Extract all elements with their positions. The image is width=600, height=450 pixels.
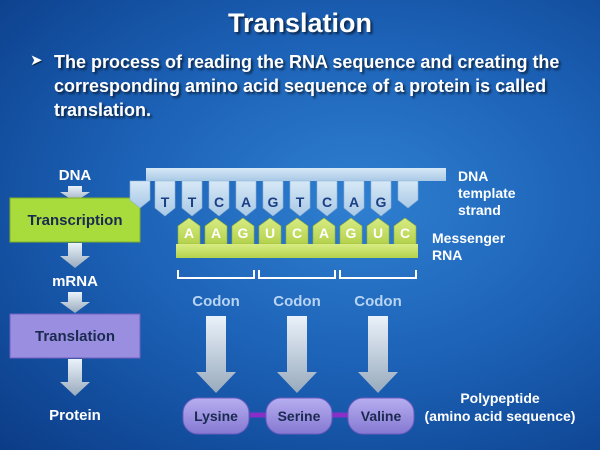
messenger-rna-label-line2: RNA — [432, 247, 462, 263]
amino-acid-pill — [265, 397, 333, 435]
codon-arrow-icon — [277, 316, 317, 393]
codon-bracket — [177, 270, 255, 279]
flow-arrow-icon — [60, 292, 90, 313]
flow-arrow-icon — [60, 243, 90, 268]
dna-base-tooth — [235, 180, 257, 217]
amino-acid-label: Lysine — [194, 408, 238, 424]
mrna-base-letter: G — [346, 225, 357, 241]
dna-strand-end — [129, 180, 151, 209]
mrna-base-letter: U — [265, 225, 275, 241]
amino-acid-pill — [347, 397, 415, 435]
bullet-text: The process of reading the RNA sequence … — [54, 52, 560, 120]
dna-base-tooth — [181, 180, 203, 217]
mrna-base-letter: A — [319, 225, 329, 241]
dna-base-tooth — [262, 180, 284, 217]
mrna-base-letter: C — [292, 225, 302, 241]
codon-bracket — [258, 270, 336, 279]
slide-title: Translation — [227, 8, 373, 38]
dna-base-letter: C — [214, 194, 224, 210]
protein-label: Protein — [49, 407, 101, 424]
mrna-label: mRNA — [52, 273, 98, 290]
messenger-rna-label-line1: Messenger — [432, 230, 506, 246]
transcription-box — [9, 197, 141, 243]
amino-acid-label: Serine — [278, 408, 321, 424]
transcription-label: Transcription — [27, 212, 122, 229]
arrow-bullet-icon: ➤ — [30, 52, 43, 69]
dna-label: DNA — [59, 167, 92, 184]
polypeptide-label-line1: Polypeptide — [460, 390, 540, 406]
mrna-base-letter: U — [373, 225, 383, 241]
amino-acid-pill — [182, 397, 250, 435]
dna-base-letter: G — [268, 194, 279, 210]
dna-template-label-line1: DNA — [458, 168, 488, 184]
codon-group: Codon Codon Codon — [177, 270, 417, 393]
mrna-base-letter: G — [238, 225, 249, 241]
mrna-base-letter: C — [400, 225, 410, 241]
dna-strand-backbone — [146, 168, 446, 181]
mrna-base-letter: A — [211, 225, 221, 241]
dna-template-label-line2: template — [458, 185, 516, 201]
flow-arrow-icon — [60, 359, 90, 396]
dna-base-letter: A — [349, 194, 359, 210]
codon-arrow-icon — [196, 316, 236, 393]
mrna-base-letter: A — [184, 225, 194, 241]
dna-base-letter: C — [322, 194, 332, 210]
dna-base-tooth — [370, 180, 392, 217]
dna-strand-end — [397, 180, 419, 209]
codon-label: Codon — [192, 293, 239, 310]
codon-bracket — [339, 270, 417, 279]
dna-base-letter: T — [188, 194, 197, 210]
dna-base-tooth — [154, 180, 176, 217]
mrna-strand-backbone — [176, 244, 418, 258]
dna-base-letter: T — [161, 194, 170, 210]
dna-base-tooth — [343, 180, 365, 217]
dna-base-tooth — [289, 180, 311, 217]
dna-base-tooth — [208, 180, 230, 217]
translation-label: Translation — [35, 328, 115, 345]
translation-box — [9, 313, 141, 359]
dna-template-label-line3: strand — [458, 202, 501, 218]
polypeptide-label-line2: (amino acid sequence) — [425, 408, 576, 424]
amino-acid-label: Valine — [361, 408, 402, 424]
flow-arrow-icon — [60, 186, 90, 202]
dna-base-letter: T — [296, 194, 305, 210]
codon-label: Codon — [354, 293, 401, 310]
codon-arrow-icon — [358, 316, 398, 393]
codon-label: Codon — [273, 293, 320, 310]
dna-base-letter: G — [376, 194, 387, 210]
dna-base-letter: A — [241, 194, 251, 210]
dna-base-tooth — [316, 180, 338, 217]
polypeptide-chain: Lysine Serine Valine — [182, 397, 415, 435]
